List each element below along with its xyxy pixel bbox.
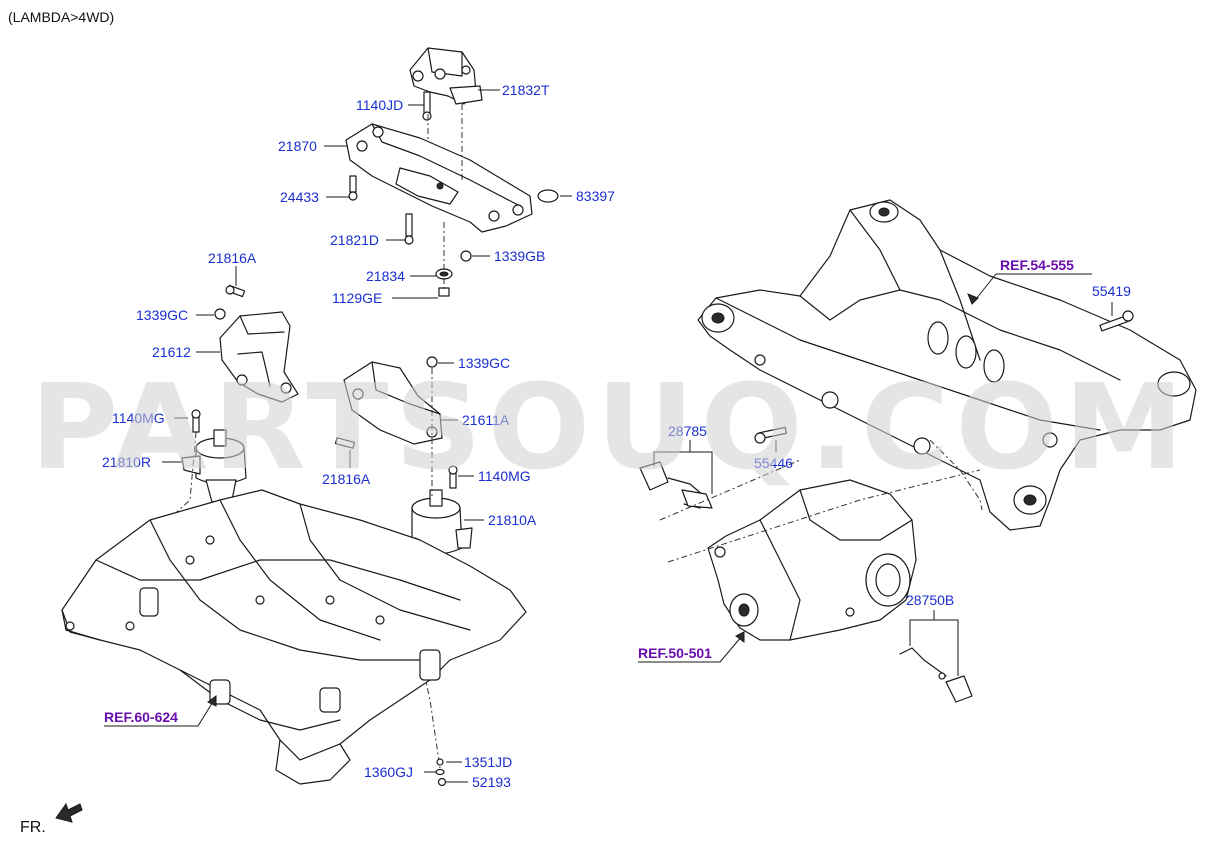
nut-52193[interactable]	[437, 777, 447, 787]
label-1351JD[interactable]: 1351JD	[464, 754, 512, 770]
engine-mount-21810A[interactable]	[401, 489, 473, 561]
damper-28785[interactable]	[639, 461, 713, 509]
bracket-21612[interactable]	[219, 311, 299, 403]
label-21816A-mid[interactable]: 21816A	[322, 471, 371, 487]
label-21832T[interactable]: 21832T	[502, 82, 550, 98]
label-21612[interactable]: 21612	[152, 344, 191, 360]
nut-1129GE[interactable]	[438, 287, 450, 297]
watermark: PARTSOUQ.COM	[30, 358, 1190, 496]
variant-header: (LAMBDA>4WD)	[8, 9, 114, 25]
nut-1339GB[interactable]	[460, 250, 472, 262]
washer-1351JD[interactable]	[436, 758, 444, 766]
label-1140JD[interactable]: 1140JD	[356, 97, 403, 113]
label-1129GE[interactable]: 1129GE	[332, 290, 382, 306]
label-21611A[interactable]: 21611A	[462, 412, 510, 428]
label-1339GB[interactable]: 1339GB	[494, 248, 545, 264]
front-arrow-icon	[55, 802, 83, 823]
engine-mount-21810R[interactable]	[181, 429, 247, 503]
label-21821D[interactable]: 21821D	[330, 232, 379, 248]
crossmember-21870[interactable]	[345, 123, 533, 233]
label-83397[interactable]: 83397	[576, 188, 615, 204]
label-1140MG-left[interactable]: 1140MG	[112, 410, 165, 426]
label-1140MG-mid[interactable]: 1140MG	[478, 468, 531, 484]
label-1360GJ[interactable]: 1360GJ	[364, 764, 413, 780]
bolt-21821D[interactable]	[404, 213, 414, 245]
rear-differential	[707, 479, 917, 641]
mount-bracket-21832T[interactable]	[409, 47, 483, 105]
label-55446[interactable]: 55446	[754, 455, 793, 471]
front-subframe	[61, 489, 527, 785]
ref-54-555[interactable]: REF.54-555	[1000, 257, 1074, 273]
label-28785[interactable]: 28785	[668, 423, 707, 439]
front-indicator-label: FR.	[20, 819, 46, 836]
bolt-21816A-mid[interactable]	[334, 437, 356, 449]
ref-50-501[interactable]: REF.50-501	[638, 645, 712, 661]
nut-1339GC-left[interactable]	[214, 308, 226, 320]
bolt-55419[interactable]	[1099, 310, 1134, 332]
label-1339GC-left[interactable]: 1339GC	[136, 307, 188, 323]
ref-60-624[interactable]: REF.60-624	[104, 709, 178, 725]
label-21834[interactable]: 21834	[366, 268, 405, 284]
label-52193[interactable]: 52193	[472, 774, 511, 790]
bolt-1140JD[interactable]	[422, 91, 432, 121]
label-21810A[interactable]: 21810A	[488, 512, 537, 528]
bracket-21611A[interactable]	[343, 361, 443, 445]
bolt-1140MG-mid[interactable]	[448, 465, 458, 489]
damper-28750B[interactable]	[899, 647, 973, 703]
label-21870[interactable]: 21870	[278, 138, 317, 154]
label-21810R[interactable]: 21810R	[102, 454, 151, 470]
bolt-21816A-top[interactable]	[225, 284, 246, 298]
nut-1339GC-mid[interactable]	[426, 356, 438, 368]
label-21816A-top[interactable]: 21816A	[208, 250, 257, 266]
oring-83397[interactable]	[537, 189, 559, 203]
label-24433[interactable]: 24433	[280, 189, 319, 205]
bolt-55446[interactable]	[754, 426, 787, 444]
bolt-24433[interactable]	[348, 175, 358, 201]
label-1339GC-mid[interactable]: 1339GC	[458, 355, 510, 371]
label-28750B[interactable]: 28750B	[906, 592, 954, 608]
washer-1360GJ[interactable]	[435, 768, 445, 776]
label-55419[interactable]: 55419	[1092, 283, 1131, 299]
rear-subframe	[697, 199, 1197, 531]
